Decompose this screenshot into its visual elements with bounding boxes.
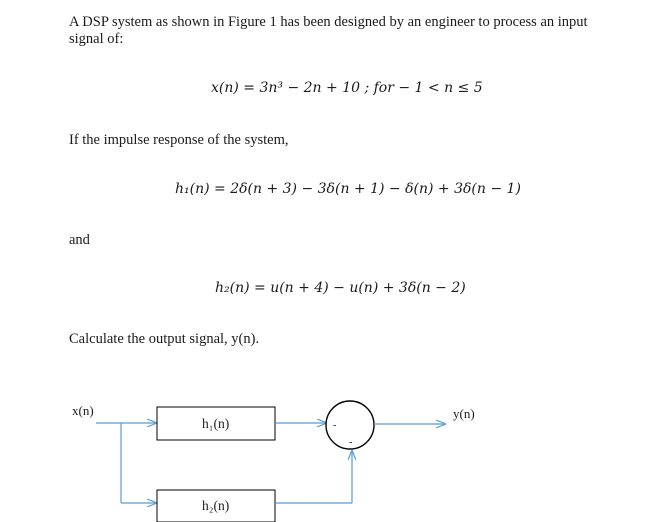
task-statement: Calculate the output signal, y(n). xyxy=(69,331,260,347)
summer-left-sign: - xyxy=(333,420,337,431)
summer-bottom-sign: - xyxy=(349,437,353,448)
input-signal-equation: x(n) = 3n³ − 2n + 10 ; for − 1 < n ≤ 5 xyxy=(211,80,483,96)
intro-paragraph: A DSP system as shown in Figure 1 has be… xyxy=(69,14,588,47)
h2-block xyxy=(156,489,276,522)
impulse-response-intro: If the impulse response of the system, xyxy=(69,132,289,148)
h1-block xyxy=(156,406,276,441)
h1-block-label: h₁(n) xyxy=(202,416,230,431)
summing-junction xyxy=(325,400,375,450)
output-label: y(n) xyxy=(453,406,475,421)
and-label: and xyxy=(69,232,90,248)
input-label: x(n) xyxy=(72,403,94,418)
h2-block-label: h₂(n) xyxy=(202,498,230,513)
h2-equation: h₂(n) = u(n + 4) − u(n) + 3δ(n − 2) xyxy=(215,280,466,296)
h1-equation: h₁(n) = 2δ(n + 3) − 3δ(n + 1) − δ(n) + 3… xyxy=(175,181,521,197)
